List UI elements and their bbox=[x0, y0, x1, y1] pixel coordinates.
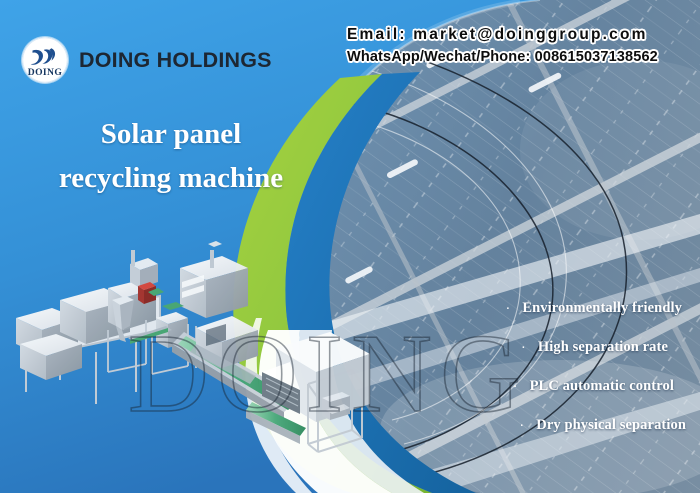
contact-phone[interactable]: WhatsApp/Wechat/Phone: 008615037138562 bbox=[347, 49, 658, 65]
contact-email[interactable]: Email: market@doinggroup.com bbox=[347, 26, 648, 43]
svg-text:DOING: DOING bbox=[28, 67, 63, 78]
list-item: · Dry physical separation bbox=[422, 417, 690, 456]
doing-logo-icon: DOING bbox=[22, 37, 68, 83]
feature-label: Dry physical separation bbox=[536, 417, 686, 433]
feature-label: High separation rate bbox=[537, 339, 668, 355]
bullet-icon: · bbox=[505, 299, 511, 316]
page-title: Solar panel recycling machine bbox=[26, 112, 316, 200]
bullet-icon: · bbox=[512, 377, 518, 394]
brand-name: DOING HOLDINGS bbox=[79, 47, 272, 72]
list-item: · Environmentally friendly bbox=[422, 300, 690, 339]
title-line-2: recycling machine bbox=[58, 162, 284, 195]
feature-list: · Environmentally friendly · High separa… bbox=[422, 300, 690, 456]
list-item: · PLC automatic control bbox=[422, 378, 690, 417]
contact-block: Email: market@doinggroup.com WhatsApp/We… bbox=[347, 26, 693, 65]
feature-label: PLC automatic control bbox=[529, 378, 674, 394]
title-line-1: Solar panel bbox=[100, 118, 242, 150]
brand-lockup: DOING DOING HOLDINGS bbox=[22, 37, 272, 83]
bullet-icon: · bbox=[520, 338, 526, 355]
feature-label: Environmentally friendly bbox=[522, 300, 682, 316]
list-item: · High separation rate bbox=[422, 339, 690, 378]
bullet-icon: · bbox=[519, 416, 525, 433]
